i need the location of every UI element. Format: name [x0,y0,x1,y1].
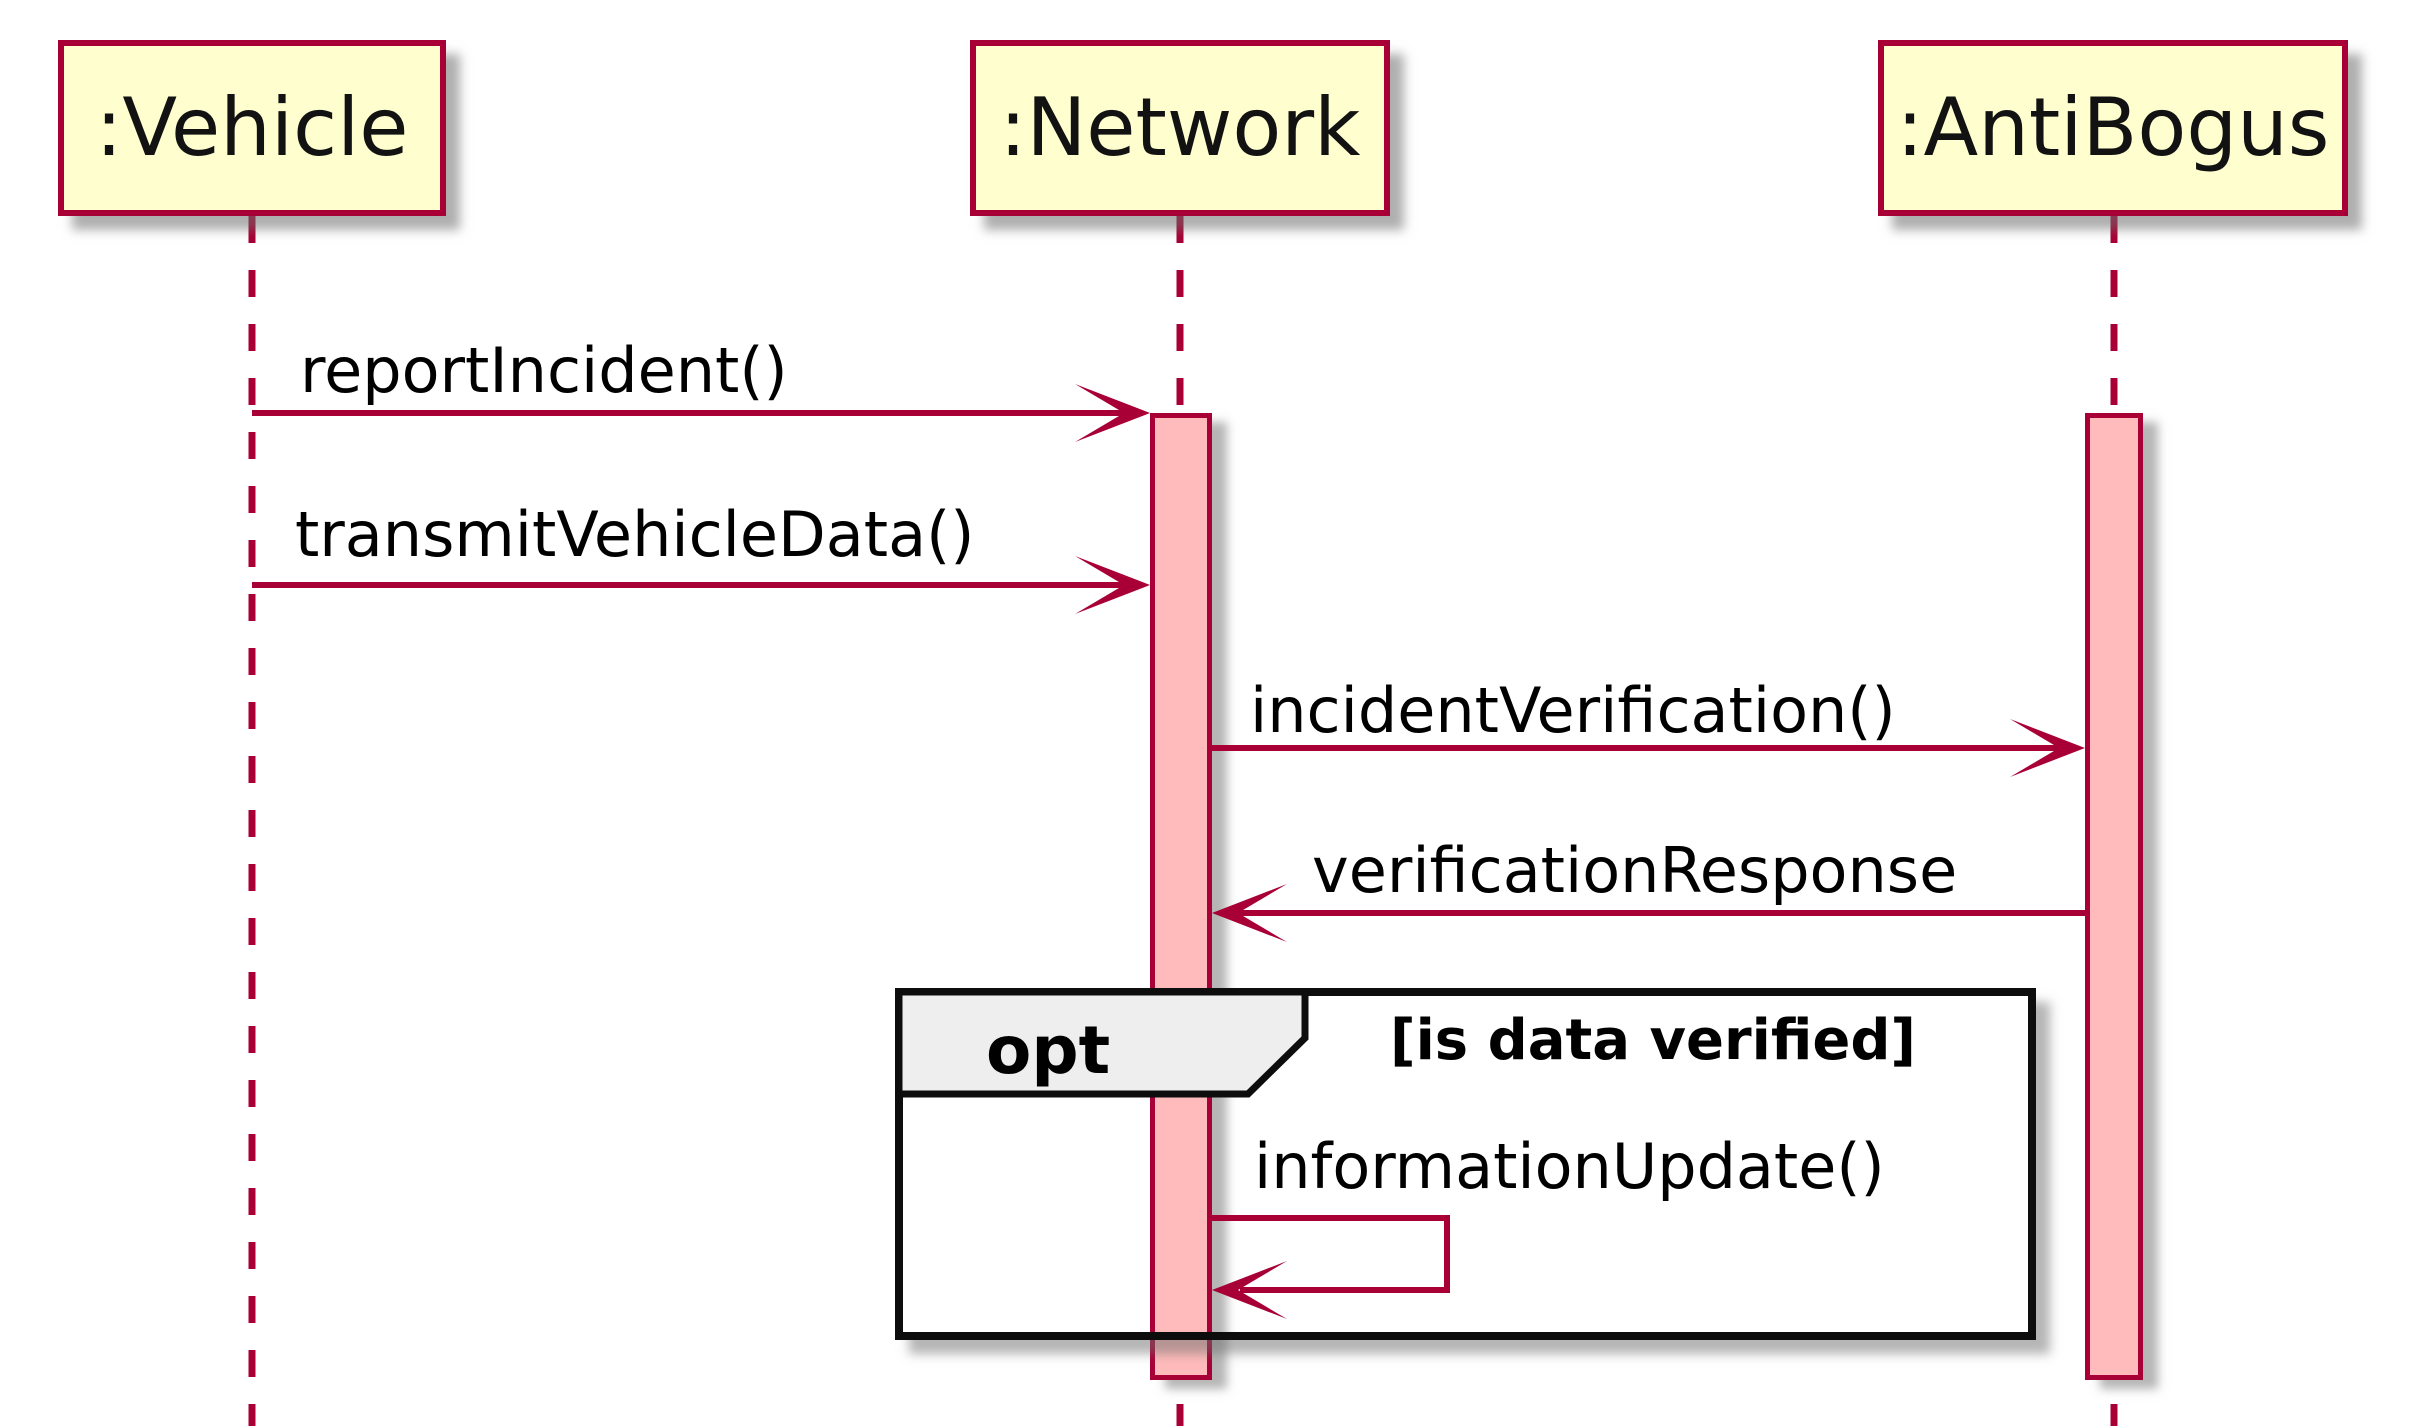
message-label-verificationResponse: verificationResponse [1312,834,1958,907]
arrowhead-right-icon [1075,556,1150,614]
arrowhead-left-icon [1212,884,1287,942]
arrowhead-right-icon [1075,384,1150,442]
message-label-informationUpdate: informationUpdate() [1254,1130,1885,1203]
participant-box-network: :Network [970,40,1390,216]
opt-operator-label: opt [986,1012,1111,1089]
participant-label-network: :Network [999,81,1361,174]
participant-box-vehicle: :Vehicle [58,40,446,216]
message-label-transmitVehicleData: transmitVehicleData() [295,498,975,571]
participant-label-antibogus: :AntiBogus [1896,81,2330,174]
arrowhead-right-icon [2010,719,2085,777]
message-label-reportIncident: reportIncident() [300,334,788,407]
opt-tab-pentagon [895,988,1309,1098]
opt-fragment-tab [895,988,1309,1098]
participant-box-antibogus: :AntiBogus [1878,40,2348,216]
opt-fragment-frame [895,988,2036,1340]
opt-guard-label: [is data verified] [1390,1008,1917,1073]
participant-label-vehicle: :Vehicle [95,81,409,174]
activation-bar-antibogus [2085,413,2143,1380]
message-label-incidentVerification: incidentVerification() [1250,674,1896,747]
